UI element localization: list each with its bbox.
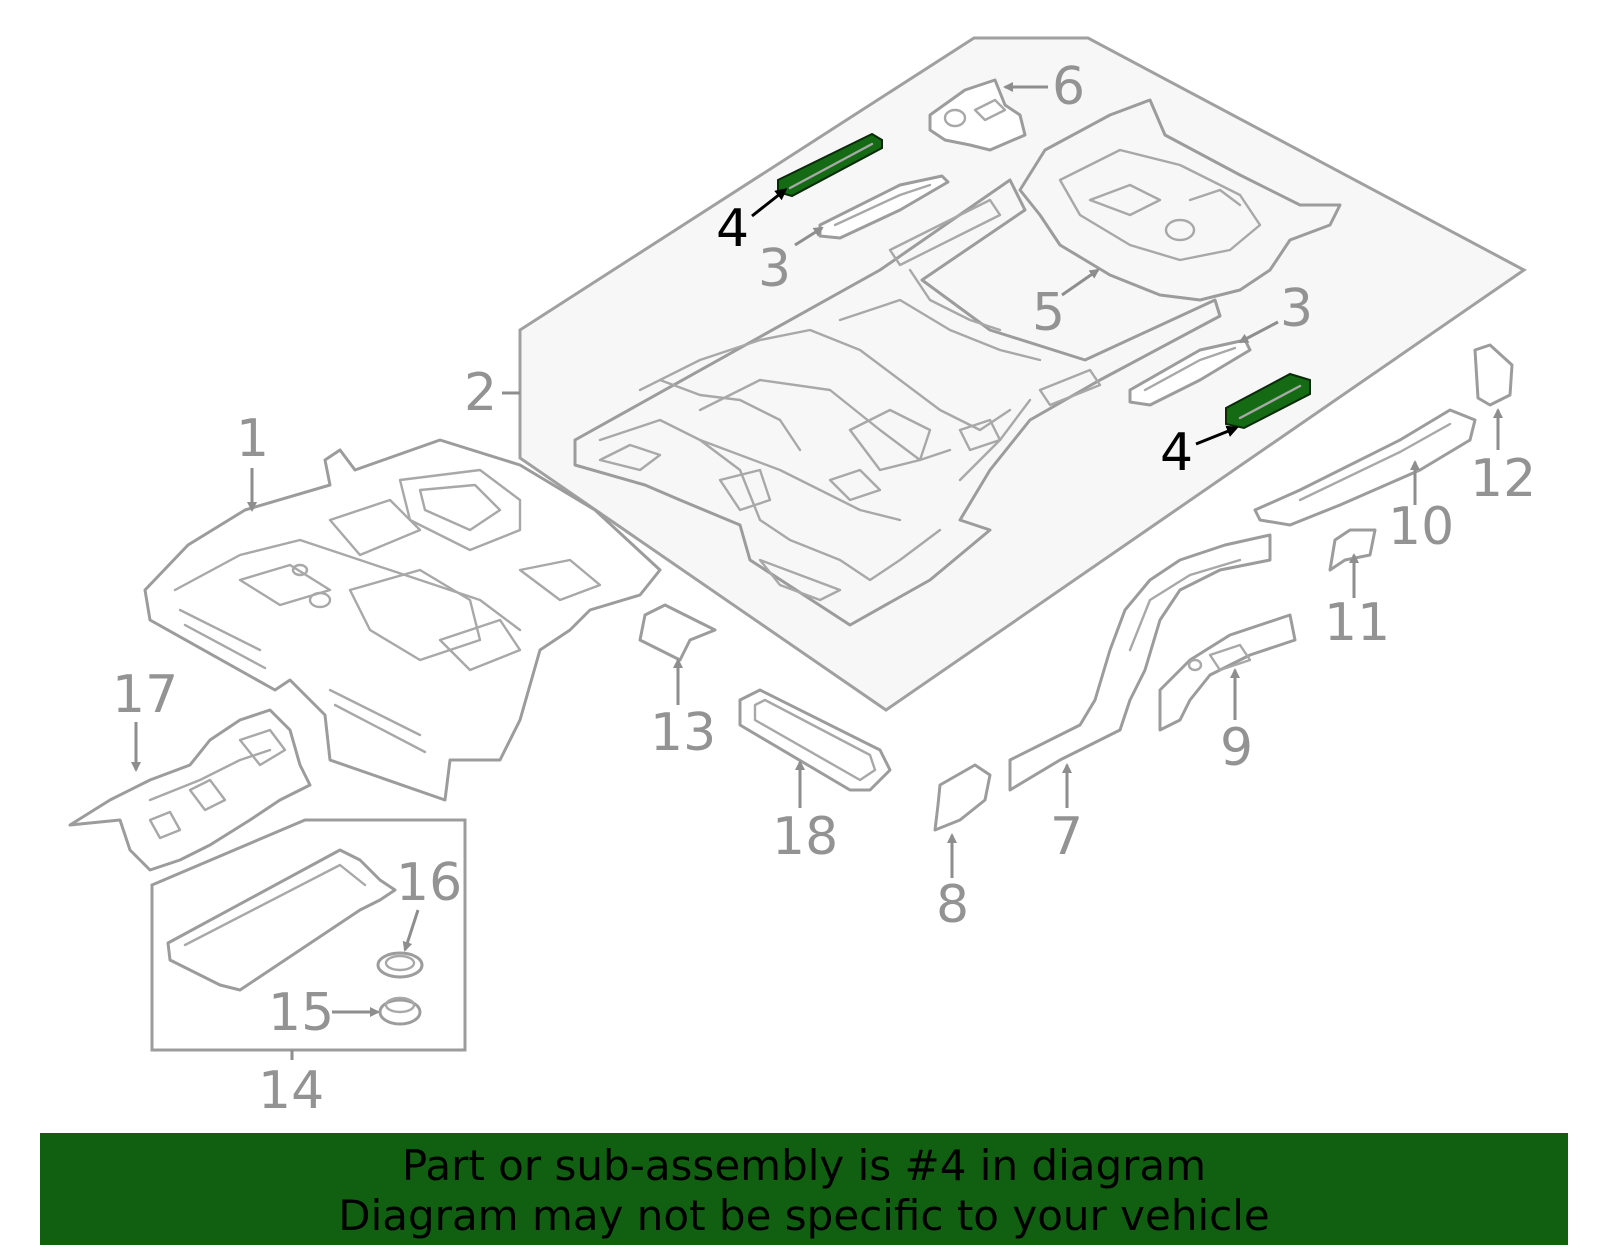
part-18-cover	[738, 688, 892, 792]
banner-line-2: Diagram may not be specific to your vehi…	[338, 1191, 1270, 1240]
callout-5: 5	[1032, 283, 1065, 343]
part-6-bracket	[928, 78, 1027, 152]
part-16-grommet	[376, 951, 424, 979]
callout-4-upper: 4	[716, 199, 749, 259]
callout-4-lower: 4	[1160, 423, 1193, 483]
callout-6: 6	[1052, 57, 1085, 117]
leader-3a	[794, 226, 824, 247]
callout-9: 9	[1220, 718, 1253, 778]
part-1-floor-pan	[143, 438, 662, 802]
part-8-bracket	[933, 763, 992, 832]
part-10-rail	[1253, 408, 1477, 527]
callout-18: 18	[772, 807, 838, 867]
part-7-rail	[1008, 533, 1272, 792]
callout-17: 17	[112, 665, 178, 725]
leader-3b	[1238, 320, 1279, 344]
callout-2: 2	[464, 363, 497, 423]
part-14-panel	[166, 848, 397, 992]
callout-3-upper: 3	[758, 239, 791, 299]
callout-12: 12	[1470, 449, 1536, 509]
leader-4b	[1195, 425, 1239, 446]
callout-16: 16	[396, 853, 462, 913]
callout-14: 14	[258, 1061, 324, 1121]
part-11-bracket	[1328, 528, 1377, 572]
part-12-plate	[1473, 343, 1514, 407]
banner-line-1: Part or sub-assembly is #4 in diagram	[401, 1141, 1207, 1190]
callout-11: 11	[1324, 593, 1390, 653]
part-13-bracket	[638, 603, 717, 662]
part-2-floor-frame	[573, 178, 1222, 627]
callout-1: 1	[236, 409, 269, 469]
leader-16	[402, 909, 420, 952]
part-5-spare-well	[1018, 98, 1342, 302]
part-15-plug	[378, 996, 422, 1026]
callout-7: 7	[1050, 807, 1083, 867]
info-banner: Part or sub-assembly is #4 in diagram Di…	[40, 1133, 1568, 1245]
callout-10: 10	[1388, 497, 1454, 557]
part-3-lower	[1128, 338, 1252, 407]
assembly-14-box	[150, 818, 467, 1052]
callout-15: 15	[268, 983, 334, 1043]
callout-13: 13	[650, 703, 716, 763]
callout-3-lower: 3	[1280, 279, 1313, 339]
leader-4a	[751, 188, 788, 218]
assembly-2-region	[518, 36, 1527, 712]
part-17-member	[68, 708, 312, 872]
callout-8: 8	[936, 875, 969, 935]
leader-5	[1061, 268, 1100, 297]
part-9-panel	[1158, 613, 1297, 732]
